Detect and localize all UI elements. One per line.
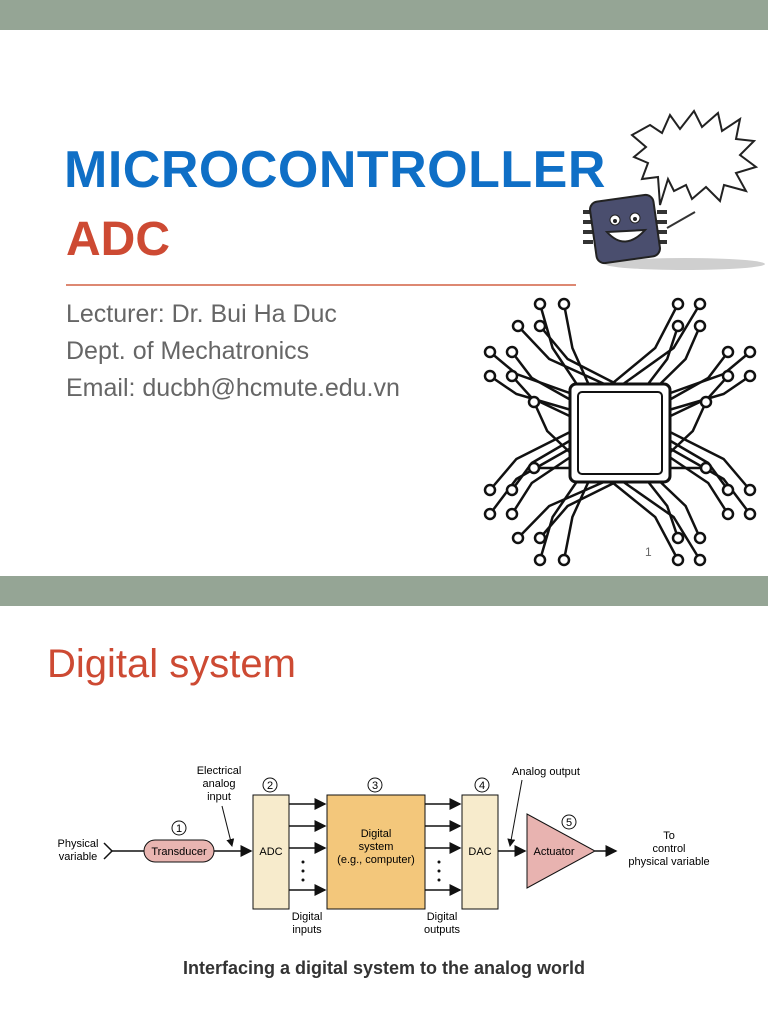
step-3-number: 3 (372, 780, 378, 792)
step-5-number: 5 (566, 817, 572, 829)
chip-mascot-icon (583, 193, 765, 270)
separator-band (0, 576, 768, 606)
digital-system-block (326, 794, 426, 910)
actuator-label: Actuator (534, 846, 575, 858)
slide-title: MICROCONTROLLER (64, 141, 606, 199)
dac-block (461, 794, 499, 910)
adc-label: ADC (259, 846, 282, 858)
actuator-block (526, 813, 597, 889)
title-divider (66, 284, 576, 286)
transducer-label: Transducer (151, 846, 207, 858)
step-1-number: 1 (176, 823, 182, 835)
slide-title-digital-system: Digital system (47, 642, 296, 686)
lecturer-text: Lecturer: Dr. Bui Ha Duc (66, 300, 337, 328)
top-band (0, 0, 768, 30)
dept-text: Dept. of Mechatronics (66, 337, 310, 365)
speech-bubble-icon (630, 109, 759, 206)
slide-subtitle: ADC (66, 213, 170, 266)
email-text: Email: ducbh@hcmute.edu.vn (66, 374, 400, 402)
step-2-number: 2 (267, 780, 273, 792)
analog-output-label: Analog output (512, 766, 580, 778)
page-number: 1 (645, 545, 652, 559)
adc-block (252, 794, 290, 910)
step-4-number: 4 (479, 780, 485, 792)
dac-label: DAC (468, 846, 491, 858)
circuit-chip-icon (483, 297, 757, 567)
diagram-caption: Interfacing a digital system to the anal… (182, 958, 586, 978)
